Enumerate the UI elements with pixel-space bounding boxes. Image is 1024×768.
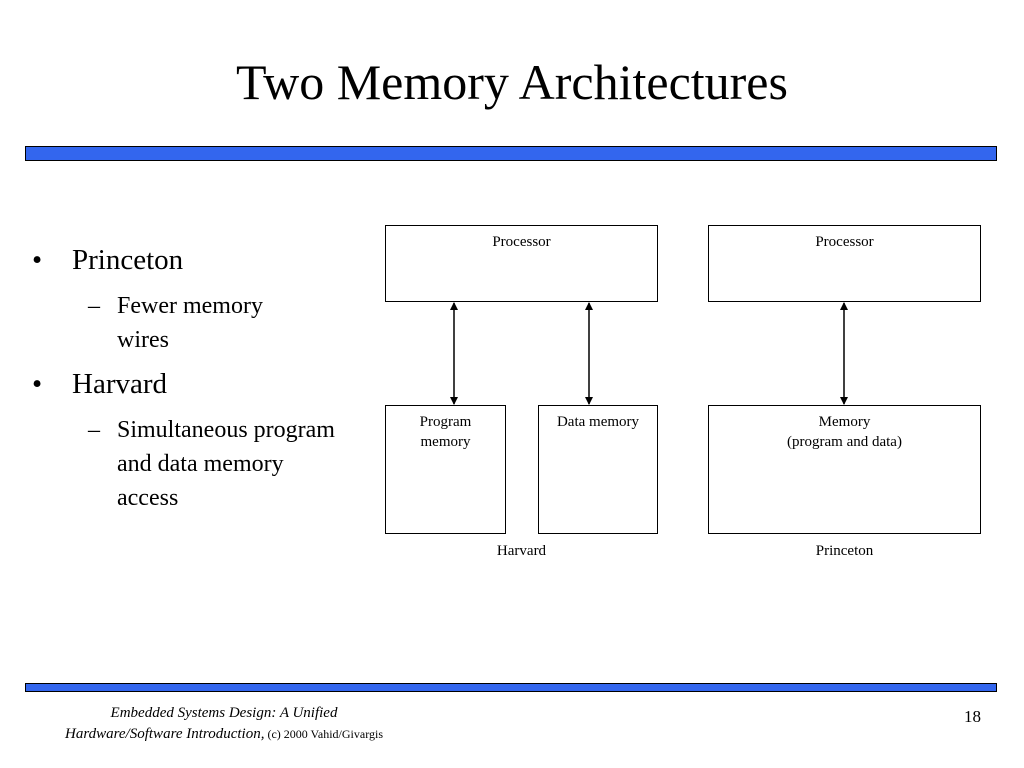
bullet-label: Princeton xyxy=(72,244,184,276)
harvard-processor-box: Processor xyxy=(385,225,658,302)
harvard-processor-label: Processor xyxy=(492,234,551,250)
bullet-label: Harvard xyxy=(72,368,168,400)
princeton-processor-box: Processor xyxy=(708,225,981,302)
harvard-data-memory-box: Data memory xyxy=(538,405,658,534)
princeton-memory-box: Memory (program and data) xyxy=(708,405,981,534)
footer-line2: Hardware/Software Introduction, (c) 2000… xyxy=(34,724,414,745)
princeton-processor-label: Processor xyxy=(815,234,874,250)
sub-bullet-text: Fewer memory wires xyxy=(117,293,263,353)
sub-bullet-text: Simultaneous program and data memory acc… xyxy=(117,417,335,511)
program-memory-label: Program memory xyxy=(419,414,472,450)
data-memory-label: Data memory xyxy=(556,414,640,430)
bottom-divider xyxy=(25,683,997,692)
bullet-marker: • xyxy=(32,368,43,400)
memory-label: Memory (program and data) xyxy=(787,414,902,450)
footer-book-title-line2: Hardware/Software Introduction, xyxy=(65,726,265,742)
footer-copyright: (c) 2000 Vahid/Givargis xyxy=(264,727,383,741)
slide-title: Two Memory Architectures xyxy=(236,54,788,110)
princeton-caption: Princeton xyxy=(815,543,874,559)
sub-bullet-marker: – xyxy=(88,293,100,319)
top-divider xyxy=(25,146,997,161)
sub-bullet-marker: – xyxy=(88,417,100,443)
bullet-marker: • xyxy=(32,244,43,276)
footer-book-title-line1: Embedded Systems Design: A Unified xyxy=(110,705,338,721)
harvard-program-memory-box: Program memory xyxy=(385,405,506,534)
page-number: 18 xyxy=(964,707,981,726)
footer-citation: Embedded Systems Design: A Unified Hardw… xyxy=(34,703,414,745)
harvard-caption: Harvard xyxy=(496,543,547,559)
